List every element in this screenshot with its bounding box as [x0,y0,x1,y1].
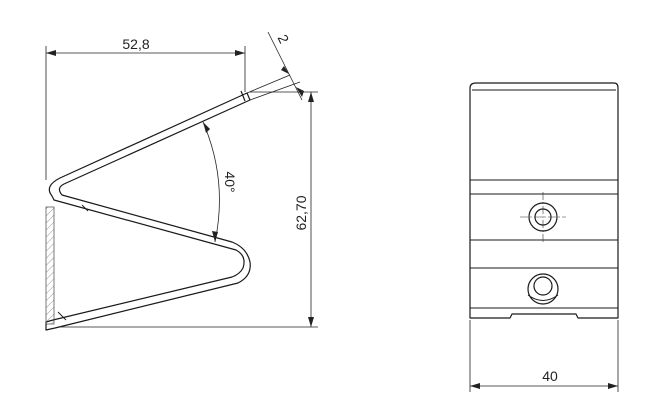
front-width-label: 40 [542,368,558,384]
bent-sheet-outline [45,92,251,331]
front-body-outline [469,82,619,319]
side-view [45,90,251,331]
hatched-section [45,206,55,325]
front-view [469,82,619,319]
dimension-height: 62,70 [60,91,318,328]
dimension-top-width: 52,8 [45,36,246,180]
angle-label: 40° [222,171,238,192]
lower-hole [527,273,559,305]
fold-line-upper [81,204,89,212]
dimension-angle: 40° [202,121,238,243]
height-label: 62,70 [293,195,309,230]
upper-hole [520,192,566,242]
dimension-front-width: 40 [469,320,619,392]
thickness-label: 2 [275,32,293,46]
fold-line-lower [57,311,67,321]
top-width-label: 52,8 [122,36,149,52]
tip-end [240,90,246,102]
dimension-thickness: 2 [246,32,304,101]
